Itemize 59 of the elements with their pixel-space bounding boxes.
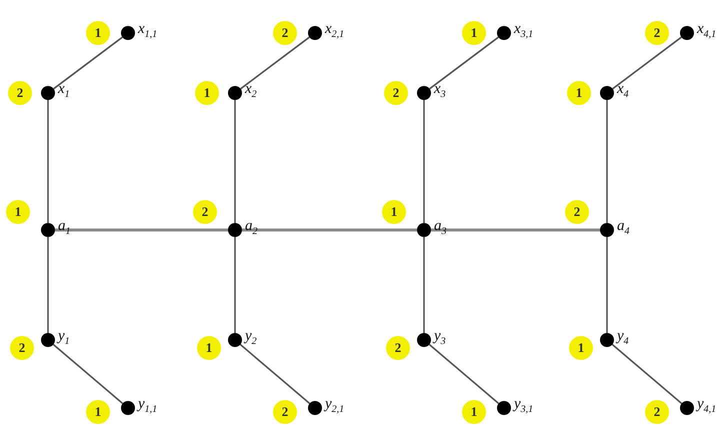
vertex-label: y$_{1,1}$ [138, 395, 158, 417]
vertex-label: x$_{3}$ [434, 80, 446, 102]
vertex-label: x$_{2,1}$ [325, 20, 344, 42]
edge-line [606, 237, 608, 333]
color-number: 2 [645, 21, 669, 45]
color-number: 1 [86, 21, 110, 45]
vertex-label: x$_{1,1}$ [138, 20, 158, 42]
edge-line [423, 237, 425, 333]
vertex-label: x$_{3,1}$ [514, 20, 534, 42]
vertex-label: y$_{4,1}$ [697, 395, 716, 417]
color-number: 1 [195, 81, 219, 105]
edge-line [606, 100, 608, 223]
vertex-label: a$_{4}$ [617, 217, 630, 239]
color-number: 2 [273, 21, 297, 45]
color-number: 1 [462, 21, 486, 45]
vertex-label: x$_{2}$ [245, 80, 257, 102]
vertex-label: a$_{3}$ [434, 217, 446, 239]
color-number: 2 [193, 200, 217, 224]
edge-line [234, 100, 236, 223]
color-number: 1 [569, 336, 593, 360]
edge-line [242, 228, 417, 232]
vertex-label: x$_{4}$ [617, 80, 629, 102]
edge-line [431, 228, 600, 232]
edge-line [240, 36, 310, 90]
edge-line [429, 36, 499, 90]
vertex-label: y$_{3,1}$ [514, 395, 534, 417]
color-number: 1 [86, 400, 110, 424]
vertex-label: y$_{2,1}$ [325, 395, 344, 417]
edge-line [423, 100, 425, 223]
color-number: 2 [565, 200, 589, 224]
color-number: 1 [6, 200, 30, 224]
edge-line [55, 228, 228, 232]
edge-line [53, 36, 123, 90]
color-number: 2 [386, 336, 410, 360]
vertex-label: x$_{1}$ [58, 80, 70, 102]
edge-line [47, 100, 49, 223]
vertex-label: y$_{3}$ [434, 327, 446, 349]
edge-line [612, 344, 682, 404]
edge-line [52, 344, 124, 404]
color-number: 2 [384, 81, 408, 105]
edge-line [234, 237, 236, 333]
vertex-label: y$_{4}$ [617, 327, 629, 349]
vertex-label: x$_{4,1}$ [697, 20, 716, 42]
color-number: 2 [273, 400, 297, 424]
edge-line [428, 344, 500, 404]
color-number: 1 [462, 400, 486, 424]
color-number: 1 [197, 336, 221, 360]
color-number: 2 [10, 336, 34, 360]
color-number: 2 [645, 400, 669, 424]
color-number: 1 [382, 200, 406, 224]
vertex-label: y$_{2}$ [245, 327, 257, 349]
color-number: 1 [567, 81, 591, 105]
vertex-label: a$_{2}$ [245, 217, 258, 239]
vertex-label: y$_{1}$ [58, 327, 70, 349]
edge-line [612, 36, 682, 90]
vertex-label: a$_{1}$ [58, 217, 70, 239]
edge-line [47, 237, 49, 333]
edge-line [240, 344, 310, 404]
color-number: 2 [8, 81, 32, 105]
